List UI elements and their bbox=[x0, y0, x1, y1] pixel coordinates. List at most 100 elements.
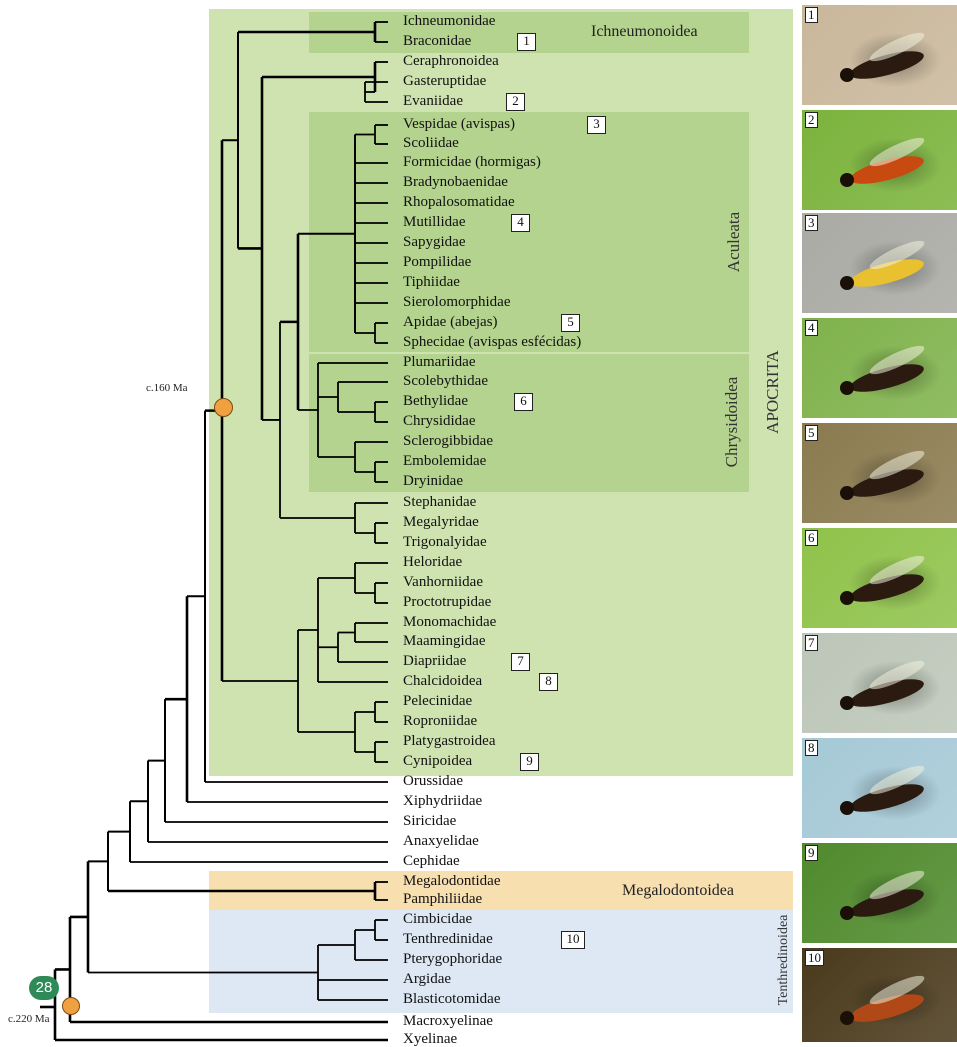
taxon-label: Sierolomorphidae bbox=[403, 294, 510, 310]
insect-photo-chalcid-wasp: 8 bbox=[802, 738, 957, 838]
photo-number-label: 6 bbox=[805, 530, 818, 546]
taxon-label: Anaxyelidae bbox=[403, 833, 479, 849]
taxon-label: Sphecidae (avispas esfécidas) bbox=[403, 334, 581, 350]
insect-silhouette bbox=[802, 213, 957, 313]
megalodontoidea-label: Megalodontoidea bbox=[622, 882, 734, 900]
taxon-label: Siricidae bbox=[403, 813, 456, 829]
taxon-label: Mutillidae bbox=[403, 214, 466, 230]
taxon-label: Proctotrupidae bbox=[403, 594, 491, 610]
photo-number-label: 2 bbox=[805, 112, 818, 128]
insect-photo-carpenter-bee: 5 bbox=[802, 423, 957, 523]
taxon-label: Tiphiidae bbox=[403, 274, 460, 290]
insect-photo-cynipid-wasp: 9 bbox=[802, 843, 957, 943]
taxon-label: Pompilidae bbox=[403, 254, 471, 270]
taxon-label: Macroxyelinae bbox=[403, 1013, 493, 1029]
figure-number-badge: 3 bbox=[587, 116, 606, 134]
photo-number-label: 5 bbox=[805, 425, 818, 441]
insect-silhouette bbox=[802, 423, 957, 523]
photo-number-label: 3 bbox=[805, 215, 818, 231]
taxon-label: Trigonalyidae bbox=[403, 534, 487, 550]
photo-number-label: 9 bbox=[805, 845, 818, 861]
apocrita-label: APOCRITA bbox=[763, 337, 783, 447]
taxon-label: Apidae (abejas) bbox=[403, 314, 498, 330]
taxon-label: Embolemidae bbox=[403, 453, 486, 469]
taxon-label: Xiphydriidae bbox=[403, 793, 482, 809]
taxon-label: Maamingidae bbox=[403, 633, 485, 649]
insect-silhouette bbox=[802, 528, 957, 628]
taxon-label: Rhopalosomatidae bbox=[403, 194, 515, 210]
taxon-label: Megalyridae bbox=[403, 514, 479, 530]
taxon-label: Scolebythidae bbox=[403, 373, 488, 389]
figure-number-badge: 4 bbox=[511, 214, 530, 232]
taxon-label: Monomachidae bbox=[403, 614, 496, 630]
taxon-label: Vespidae (avispas) bbox=[403, 116, 515, 132]
figure-number-badge: 1 bbox=[517, 33, 536, 51]
taxon-label: Braconidae bbox=[403, 33, 471, 49]
insect-photo-ichneumon-wasp: 1 bbox=[802, 5, 957, 105]
aculeata-label: Aculeata bbox=[724, 202, 744, 282]
insect-photo-bethylid-wasp: 6 bbox=[802, 528, 957, 628]
root-age-label: c.220 Ma bbox=[8, 1013, 50, 1025]
insect-silhouette bbox=[802, 5, 957, 105]
taxon-label: Ceraphronoidea bbox=[403, 53, 499, 69]
taxon-label: Platygastroidea bbox=[403, 733, 495, 749]
taxon-label: Scoliidae bbox=[403, 135, 459, 151]
figure-number-badge: 9 bbox=[520, 753, 539, 771]
taxon-label: Bethylidae bbox=[403, 393, 468, 409]
photo-number-label: 8 bbox=[805, 740, 818, 756]
taxon-label: Heloridae bbox=[403, 554, 462, 570]
root-number-badge: 28 bbox=[29, 976, 59, 1000]
insect-silhouette bbox=[802, 948, 957, 1042]
chrysidoidea-label: Chrysidoidea bbox=[722, 362, 742, 482]
taxon-label: Xyelinae bbox=[403, 1031, 457, 1047]
taxon-label: Pelecinidae bbox=[403, 693, 472, 709]
taxon-label: Cephidae bbox=[403, 853, 460, 869]
taxon-label: Tenthredinidae bbox=[403, 931, 493, 947]
figure-number-badge: 2 bbox=[506, 93, 525, 111]
figure-number-badge: 7 bbox=[511, 653, 530, 671]
figure-number-badge: 6 bbox=[514, 393, 533, 411]
insect-silhouette bbox=[802, 318, 957, 418]
taxon-label: Plumariidae bbox=[403, 354, 475, 370]
taxon-label: Blasticotomidae bbox=[403, 991, 500, 1007]
insect-photo-sawfly-on-flowers: 10 bbox=[802, 948, 957, 1042]
taxon-label: Bradynobaenidae bbox=[403, 174, 508, 190]
taxon-label: Sapygidae bbox=[403, 234, 465, 250]
insect-photo-evaniid-wasp: 2 bbox=[802, 110, 957, 210]
taxon-label: Gasteruptidae bbox=[403, 73, 486, 89]
taxon-label: Cimbicidae bbox=[403, 911, 472, 927]
photo-number-label: 4 bbox=[805, 320, 818, 336]
photo-number-label: 1 bbox=[805, 7, 818, 23]
photo-number-label: 7 bbox=[805, 635, 818, 651]
taxon-label: Pamphiliidae bbox=[403, 891, 482, 907]
root-node-marker bbox=[62, 997, 80, 1015]
insect-photo-diapriid-wasp: 7 bbox=[802, 633, 957, 733]
taxon-label: Sclerogibbidae bbox=[403, 433, 493, 449]
ichneumonoidea-label: Ichneumonoidea bbox=[591, 23, 698, 41]
insect-silhouette bbox=[802, 110, 957, 210]
figure-number-badge: 5 bbox=[561, 314, 580, 332]
figure-number-badge: 10 bbox=[561, 931, 585, 949]
taxon-label: Orussidae bbox=[403, 773, 463, 789]
taxon-label: Megalodontidae bbox=[403, 873, 500, 889]
taxon-label: Chalcidoidea bbox=[403, 673, 482, 689]
taxon-label: Formicidae (hormigas) bbox=[403, 154, 541, 170]
insect-silhouette bbox=[802, 633, 957, 733]
figure-number-badge: 8 bbox=[539, 673, 558, 691]
taxon-label: Chrysididae bbox=[403, 413, 476, 429]
insect-silhouette bbox=[802, 738, 957, 838]
taxon-label: Argidae bbox=[403, 971, 451, 987]
taxon-label: Evaniidae bbox=[403, 93, 463, 109]
taxon-label: Ichneumonidae bbox=[403, 13, 495, 29]
apocrita-age-label: c.160 Ma bbox=[146, 382, 188, 394]
insect-silhouette bbox=[802, 843, 957, 943]
taxon-label: Vanhorniidae bbox=[403, 574, 483, 590]
insect-photo-velvet-ant: 4 bbox=[802, 318, 957, 418]
taxon-label: Cynipoidea bbox=[403, 753, 472, 769]
taxon-label: Stephanidae bbox=[403, 494, 476, 510]
photo-number-label: 10 bbox=[805, 950, 824, 966]
taxon-label: Dryinidae bbox=[403, 473, 463, 489]
insect-photo-yellowjacket: 3 bbox=[802, 213, 957, 313]
taxon-label: Diapriidae bbox=[403, 653, 466, 669]
taxon-label: Pterygophoridae bbox=[403, 951, 502, 967]
